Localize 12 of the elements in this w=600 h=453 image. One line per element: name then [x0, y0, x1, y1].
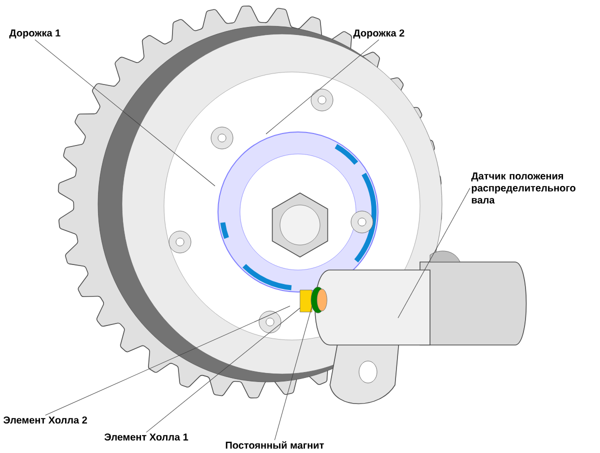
callout-label: Элемент Холла 2 — [3, 416, 87, 424]
callout-label: Датчик положения распределительного вала — [471, 172, 576, 204]
leader-line — [266, 39, 380, 134]
callout-label: Элемент Холла 1 — [104, 433, 188, 441]
leader-line — [45, 306, 290, 416]
leader-line — [34, 39, 216, 186]
callout-label: Дорожка 2 — [353, 29, 404, 39]
leader-line — [146, 308, 300, 433]
callout-label: Постоянный магнит — [226, 441, 324, 449]
leader-line — [398, 188, 470, 318]
leader-line — [274, 306, 312, 440]
callout-label: Дорожка 1 — [9, 30, 60, 38]
